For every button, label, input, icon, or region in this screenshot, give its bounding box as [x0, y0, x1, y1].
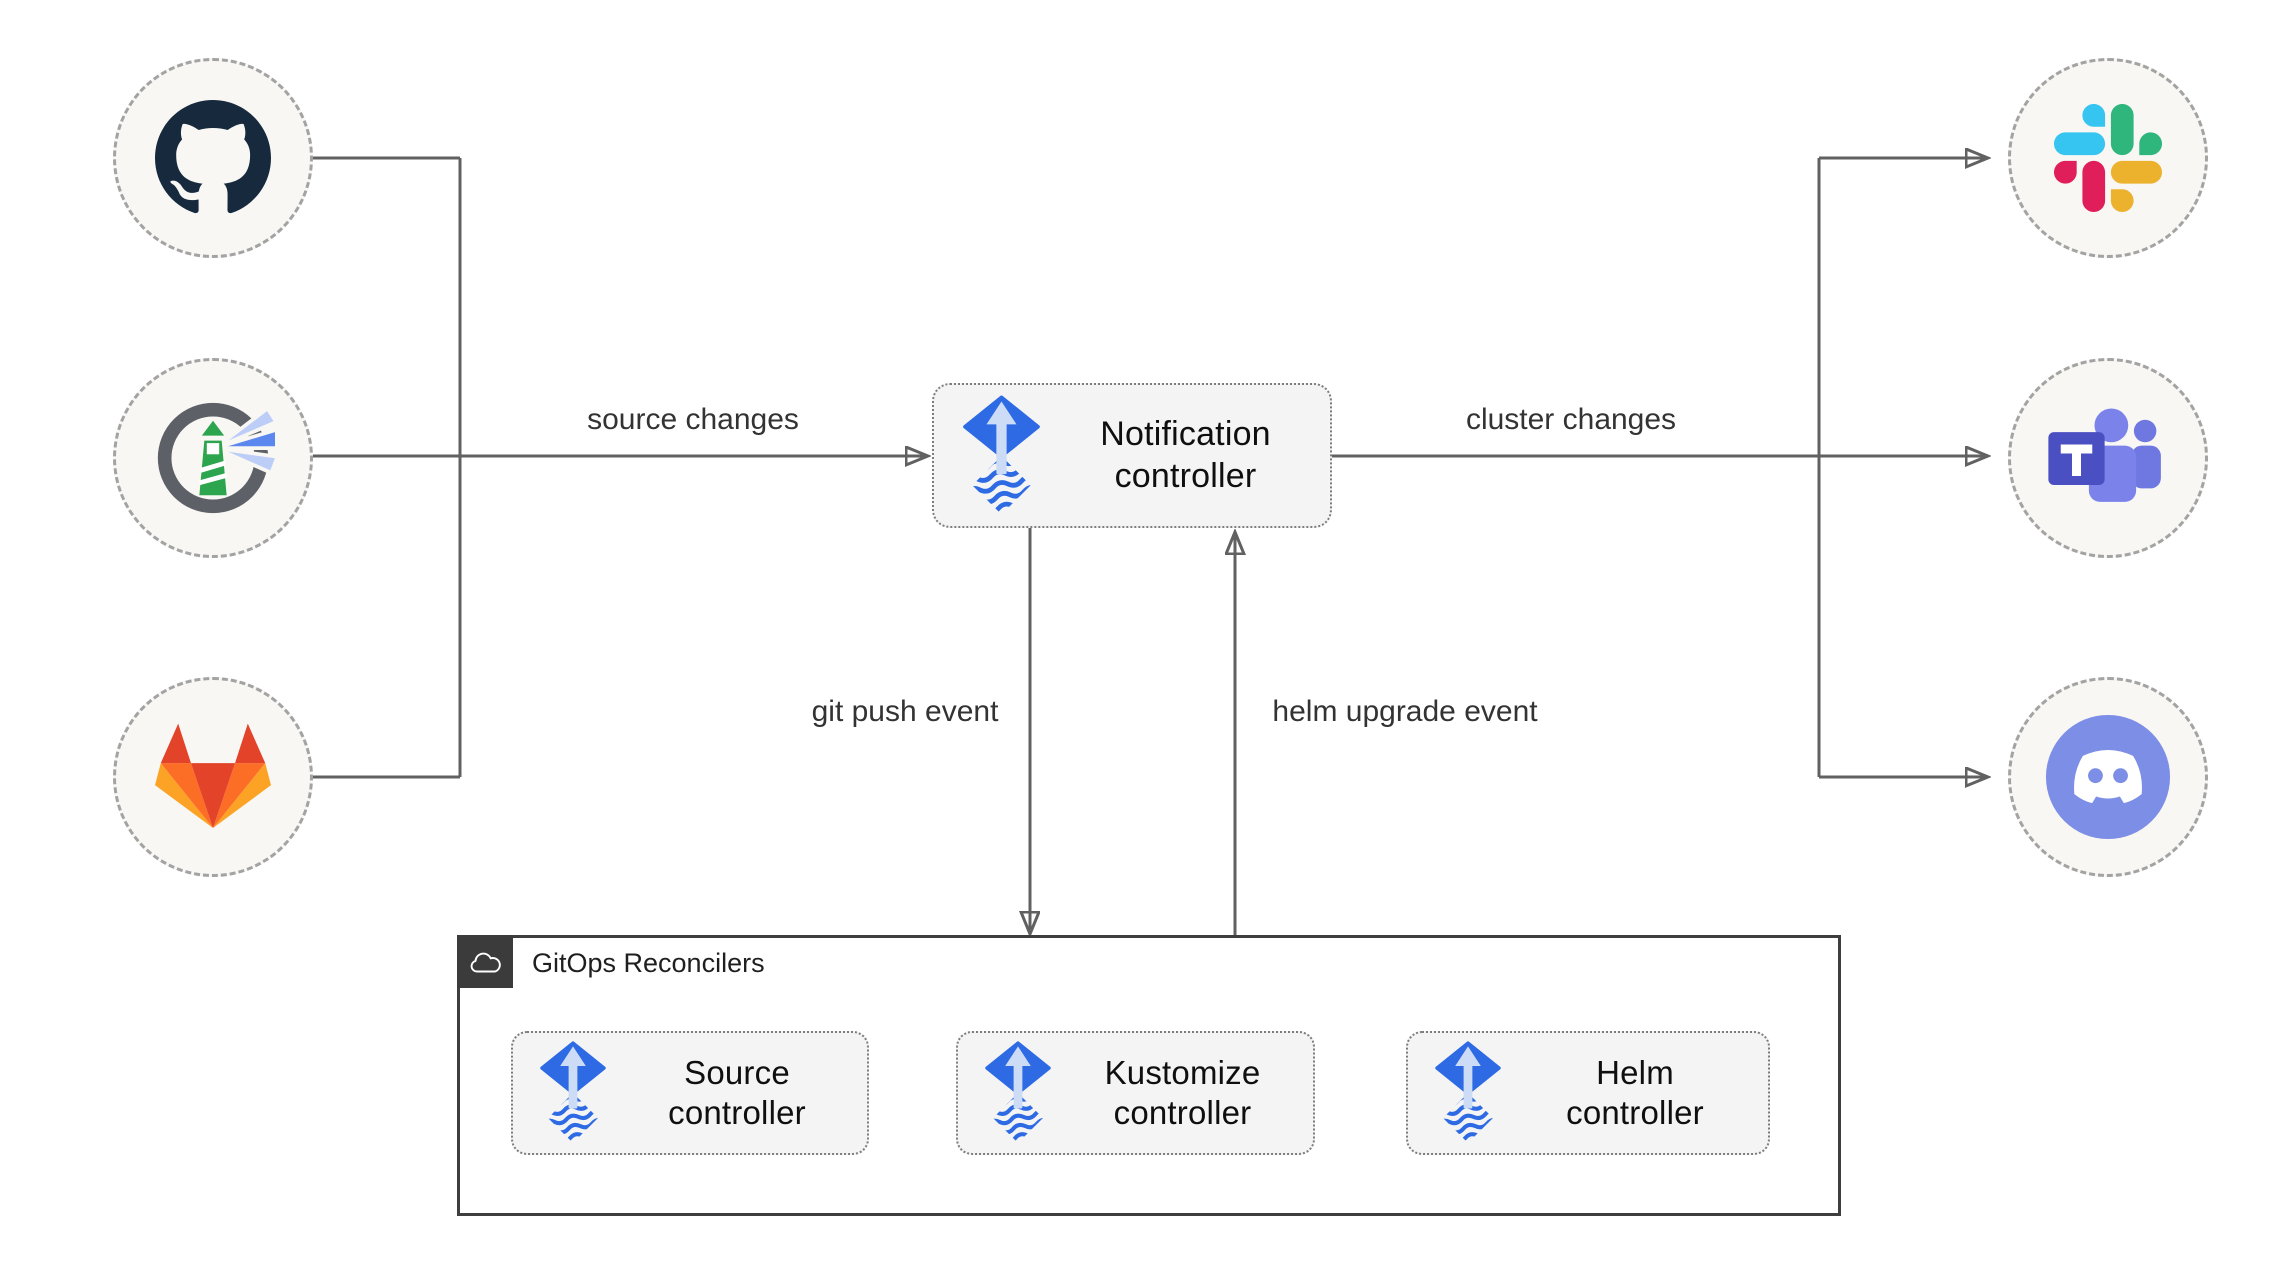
- notification-controller-label: Notification controller: [1100, 415, 1271, 495]
- node-discord: [2008, 677, 2208, 877]
- edge-label-cluster-changes: cluster changes: [1465, 403, 1677, 436]
- node-slack: [2008, 58, 2208, 258]
- discord-icon: [2045, 714, 2171, 840]
- slack-icon: [2054, 104, 2162, 212]
- gitops-reconcilers-container: GitOps Reconcilers Source controller Kus…: [457, 935, 1841, 1216]
- node-github: [113, 58, 313, 258]
- flux-icon: [539, 1041, 607, 1145]
- flux-icon: [962, 395, 1041, 517]
- edge-label-git-push-event: git push event: [811, 695, 999, 728]
- teams-icon: [2048, 408, 2161, 502]
- kustomize-controller-box: Kustomize controller: [956, 1031, 1315, 1155]
- github-icon: [155, 100, 271, 214]
- flux-icon: [1434, 1041, 1502, 1145]
- edge-label-helm-upgrade-event: helm upgrade event: [1272, 695, 1538, 728]
- source-controller-label: Source controller: [668, 1053, 806, 1131]
- source-controller-box: Source controller: [511, 1031, 869, 1155]
- helm-controller-box: Helm controller: [1406, 1031, 1770, 1155]
- node-gitlab: [113, 677, 313, 877]
- helm-controller-label: Helm controller: [1566, 1053, 1704, 1131]
- node-teams: [2008, 358, 2208, 558]
- harbor-icon: [157, 402, 275, 514]
- edge-label-source-changes: source changes: [587, 403, 799, 436]
- flux-icon: [984, 1041, 1052, 1145]
- cloud-icon: [470, 952, 501, 972]
- kustomize-controller-label: Kustomize controller: [1104, 1053, 1261, 1131]
- gitlab-icon: [155, 723, 271, 829]
- node-harbor: [113, 358, 313, 558]
- gitops-header-badge: [457, 935, 513, 988]
- notification-controller-box: Notification controller: [932, 383, 1332, 528]
- gitops-reconcilers-title: GitOps Reconcilers: [532, 947, 765, 978]
